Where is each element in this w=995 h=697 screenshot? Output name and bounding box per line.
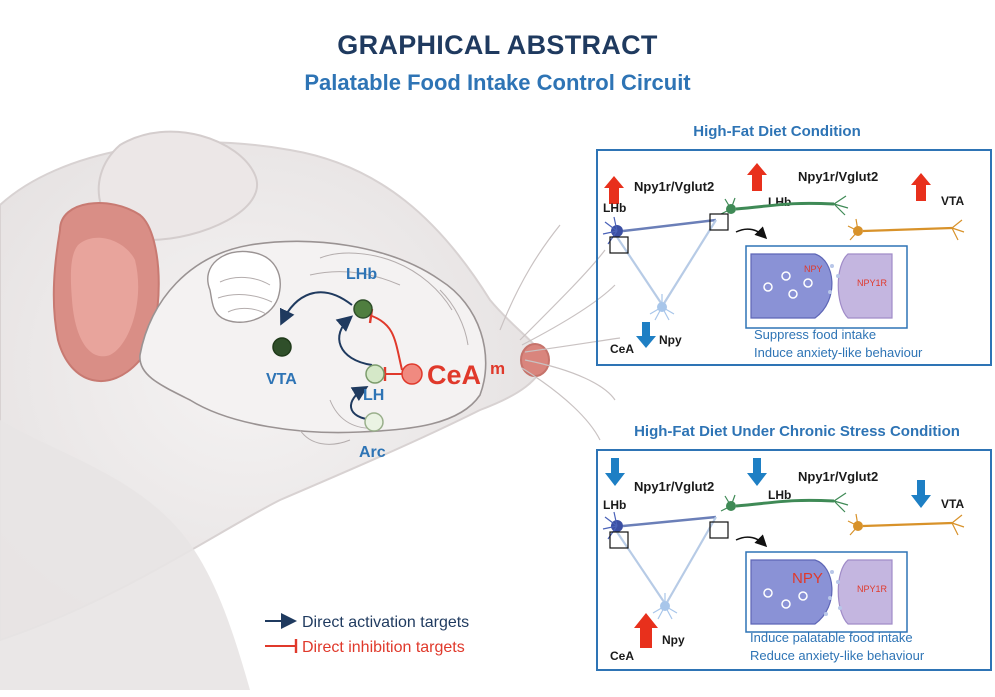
label-cea: CeA (610, 342, 634, 356)
up-arrow-icon (747, 163, 767, 191)
label-vta: VTA (941, 497, 964, 511)
up-arrow-icon (634, 613, 658, 648)
rat-head-illustration (0, 130, 621, 690)
panel-top-frame (596, 149, 992, 366)
whiskers (499, 224, 621, 441)
npy-label: NPY (804, 264, 823, 274)
lh-label: LH (363, 387, 384, 404)
npy1r-label: NPY1R (857, 584, 888, 594)
up-arrow-icon (604, 176, 624, 204)
effect-line-2: Reduce anxiety-like behaviour (750, 648, 925, 663)
label-vta: VTA (941, 194, 964, 208)
label-npy: Npy (662, 633, 685, 647)
label-npy1r-vglut2: Npy1r/Vglut2 (634, 179, 714, 194)
label-npy1r-vglut2: Npy1r/Vglut2 (634, 479, 714, 494)
panel-high-fat-diet: High-Fat Diet Condition Npy1r/Vglut2 Npy… (596, 123, 992, 366)
npy1r-label: NPY1R (857, 278, 888, 288)
label-npy1r-vglut2: Npy1r/Vglut2 (798, 469, 878, 484)
legend: Direct activation targets Direct inhibit… (265, 613, 469, 656)
lhb-label: LHb (346, 266, 377, 283)
vta-node (272, 337, 292, 357)
cea-label: CeA (427, 360, 481, 390)
label-npy1r-vglut2: Npy1r/Vglut2 (798, 169, 878, 184)
arrow-lhb-to-vta (280, 291, 353, 326)
down-arrow-icon (911, 480, 931, 508)
brain-circuit: VTA LHb LH Arc CeA m (266, 266, 505, 461)
label-lhb: LHb (768, 488, 791, 502)
vta-label: VTA (266, 371, 297, 388)
down-arrow-icon (605, 458, 625, 486)
effect-line-1: Suppress food intake (754, 327, 876, 342)
label-npy: Npy (659, 333, 682, 347)
page-title: GRAPHICAL ABSTRACT (337, 30, 658, 60)
panel-bottom-heading: High-Fat Diet Under Chronic Stress Condi… (634, 423, 960, 440)
npy-label: NPY (792, 570, 823, 587)
label-cea: CeA (610, 649, 634, 663)
panel-high-fat-diet-chronic-stress: High-Fat Diet Under Chronic Stress Condi… (596, 423, 992, 671)
lhb-node (353, 299, 373, 319)
label-lhb: LHb (603, 201, 626, 215)
arrow-lh-to-lhb (335, 315, 373, 366)
cerebellum (207, 250, 281, 323)
down-arrow-icon (747, 458, 767, 486)
cea-superscript: m (490, 359, 505, 378)
lh-node (365, 364, 385, 384)
legend-inhibition-label: Direct inhibition targets (302, 639, 465, 656)
effect-line-2: Induce anxiety-like behaviour (754, 345, 923, 360)
label-lhb: LHb (603, 498, 626, 512)
legend-activation-label: Direct activation targets (302, 614, 469, 631)
effect-line-1: Induce palatable food intake (750, 630, 913, 645)
arc-node (364, 412, 384, 432)
cea-node (401, 363, 423, 385)
down-arrow-icon (636, 322, 656, 348)
inhibition-cea-to-lhb (371, 315, 403, 371)
panel-bottom-frame (596, 449, 992, 671)
arc-label: Arc (359, 444, 386, 461)
up-arrow-icon (911, 173, 931, 201)
panel-top-heading: High-Fat Diet Condition (693, 123, 860, 140)
page-subtitle: Palatable Food Intake Control Circuit (304, 70, 691, 95)
